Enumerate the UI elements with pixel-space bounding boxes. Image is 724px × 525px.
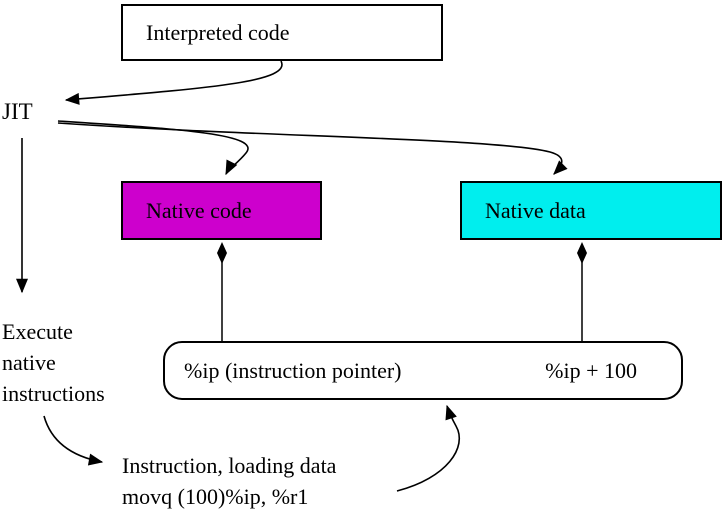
diamond-native-data [577, 242, 587, 264]
interpreted-code-label: Interpreted code [146, 19, 290, 45]
native-data-label: Native data [485, 197, 586, 223]
diamond-native-code [217, 242, 227, 264]
execute-native-instructions-label: Execute native instructions [2, 319, 105, 406]
instruction-loading-data-label: Instruction, loading data movq (100)%ip,… [122, 453, 337, 509]
native-data-box: Native data [460, 181, 722, 240]
arrow-jit-to-native-code [57, 120, 249, 176]
ip-plus-100-label: %ip + 100 [545, 357, 637, 383]
arrow-execute-to-instruction [43, 415, 104, 466]
instruction-pointer-label: %ip (instruction pointer) [184, 357, 402, 383]
jit-label: JIT [2, 99, 33, 124]
arrow-interpreted-to-jit [64, 60, 283, 105]
native-code-box: Native code [121, 181, 322, 240]
arrow-jit-to-native-data [57, 122, 568, 175]
interpreted-code-box: Interpreted code [121, 4, 443, 61]
arrow-instruction-to-pointer-box [396, 404, 461, 492]
instruction-pointer-box: %ip (instruction pointer) %ip + 100 [163, 341, 683, 400]
native-code-label: Native code [146, 197, 252, 223]
